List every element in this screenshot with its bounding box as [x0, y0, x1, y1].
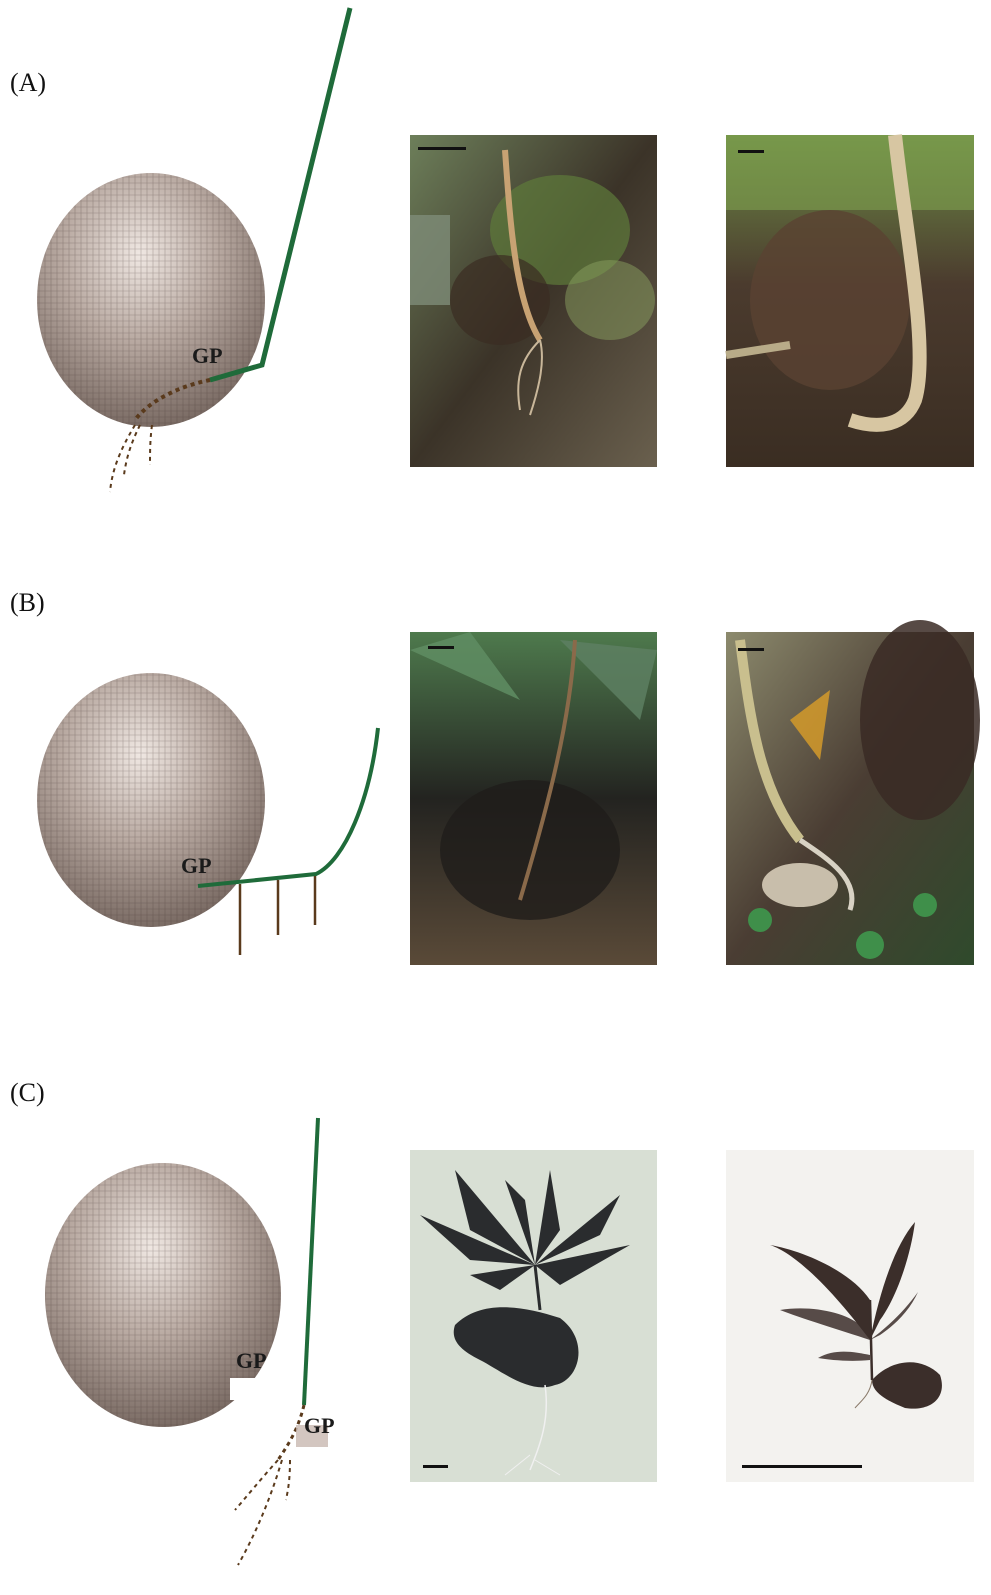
scale-bar	[418, 147, 466, 150]
scale-bar	[738, 150, 764, 153]
diagram-b: GP	[37, 673, 378, 955]
scale-bar	[742, 1465, 862, 1468]
gp-label-a: GP	[192, 343, 223, 368]
photo-a1	[410, 135, 657, 467]
photo-a2	[726, 135, 974, 467]
scale-bar	[738, 648, 764, 651]
diagram-a: GP	[37, 8, 350, 492]
gp-label-c2: GP	[304, 1413, 335, 1438]
photo-b2	[726, 620, 980, 965]
green-stem	[304, 1118, 318, 1405]
diagram-c: GP GP	[45, 1118, 335, 1565]
photo-c1	[410, 1150, 657, 1482]
scale-bar	[428, 646, 454, 649]
photo-c2	[726, 1150, 974, 1482]
gp-label-c1: GP	[236, 1348, 267, 1373]
gp-label-b: GP	[181, 853, 212, 878]
photo-b1	[410, 632, 657, 965]
scale-bar	[423, 1465, 448, 1468]
